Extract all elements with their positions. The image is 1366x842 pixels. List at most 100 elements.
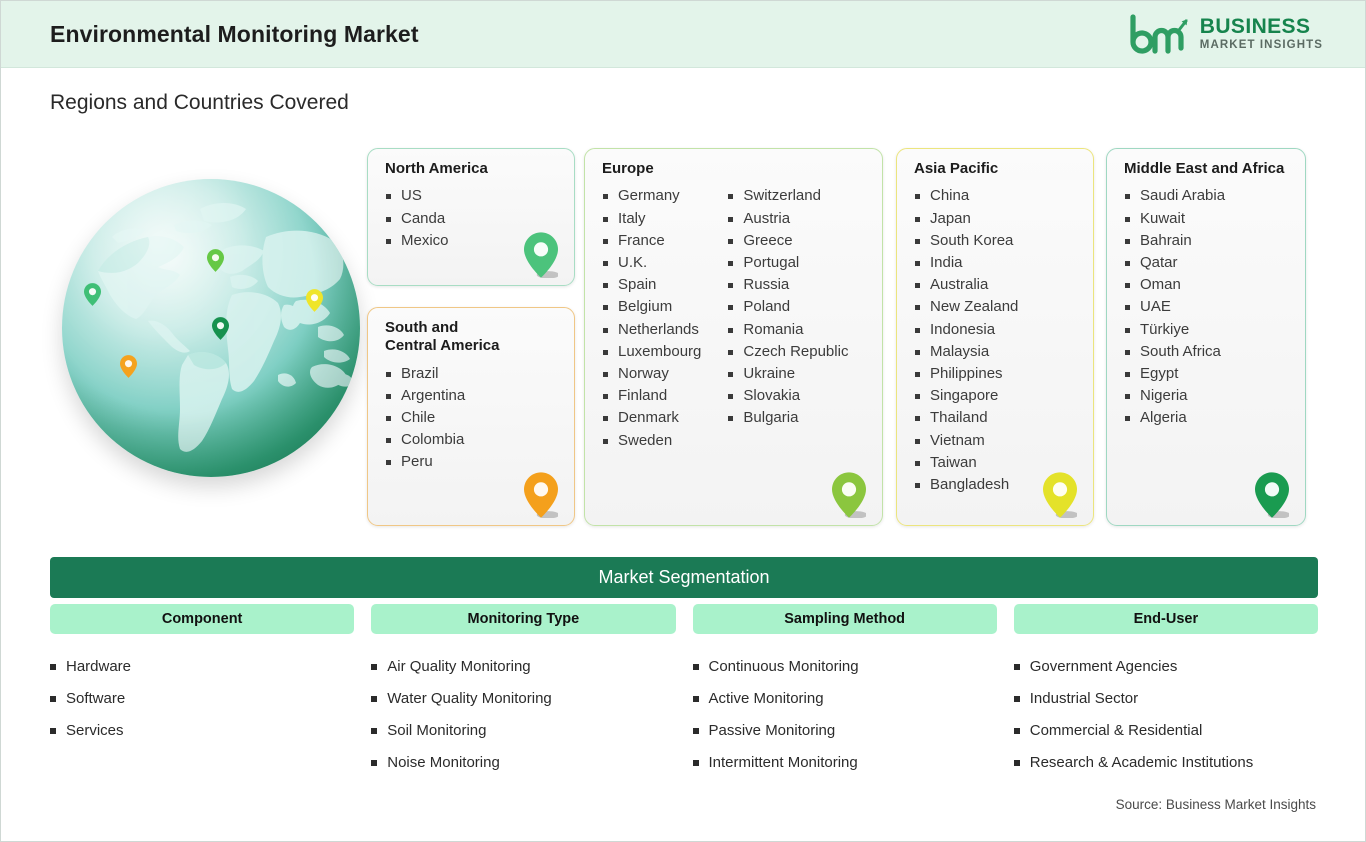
- region-card-europe[interactable]: Europe Germany Italy France U.K. Spain B…: [584, 148, 883, 526]
- country-item: Bulgaria: [727, 407, 848, 429]
- segment-list-component: Hardware Software Services: [50, 634, 354, 747]
- country-item: Austria: [727, 208, 848, 230]
- country-item: UAE: [1124, 296, 1225, 318]
- globe-continents: [98, 203, 354, 452]
- region-title-north-america: North America: [385, 160, 488, 177]
- globe-illustration: [56, 169, 366, 494]
- country-item: Japan: [914, 208, 1018, 230]
- region-country-list-europe-col2: Switzerland Austria Greece Portugal Russ…: [727, 185, 848, 451]
- country-item: Finland: [602, 385, 701, 407]
- country-item: Thailand: [914, 407, 1018, 429]
- country-item: Czech Republic: [727, 341, 848, 363]
- country-item: US: [385, 185, 449, 207]
- segment-header-component: Component: [50, 604, 355, 634]
- country-item: Peru: [385, 451, 465, 473]
- country-item: Türkiye: [1124, 319, 1225, 341]
- location-pin-icon-south-and-central-america: [524, 472, 560, 519]
- page-title: Environmental Monitoring Market: [50, 21, 419, 47]
- segment-item: Soil Monitoring: [371, 715, 675, 747]
- segment-header-monitoring-type: Monitoring Type: [371, 604, 676, 634]
- region-title-europe: Europe: [602, 160, 654, 177]
- segment-item: Intermittent Monitoring: [692, 747, 997, 779]
- segment-item: Commercial & Residential: [1013, 715, 1318, 747]
- segment-item: Water Quality Monitoring: [371, 683, 675, 715]
- country-item: Vietnam: [914, 430, 1018, 452]
- region-title-line-2: Central America: [385, 337, 500, 355]
- country-item: China: [914, 185, 1018, 207]
- segment-header-end-user: End-User: [1013, 604, 1318, 634]
- brand-logo: BUSINESS MARKET INSIGHTS: [1129, 14, 1323, 54]
- segment-item: Active Monitoring: [692, 683, 997, 715]
- region-card-north-america[interactable]: North America US Canda Mexico: [367, 148, 575, 286]
- country-item: Slovakia: [727, 385, 848, 407]
- segment-item: Continuous Monitoring: [692, 651, 997, 683]
- segmentation-column-monitoring-type: Monitoring Type Air Quality Monitoring W…: [371, 604, 676, 779]
- location-pin-icon-north-america: [524, 232, 560, 279]
- segmentation-column-component: Component Hardware Software Services: [50, 604, 355, 779]
- country-item: South Africa: [1124, 341, 1225, 363]
- market-segmentation-title: Market Segmentation: [598, 567, 770, 587]
- globe-marker-north-america: [84, 283, 101, 306]
- country-item: Argentina: [385, 385, 465, 407]
- country-item: Bangladesh: [914, 474, 1018, 496]
- segmentation-columns: Component Hardware Software Services Mon…: [50, 604, 1318, 779]
- country-item: Malaysia: [914, 341, 1018, 363]
- country-item: France: [602, 230, 701, 252]
- country-item: Philippines: [914, 363, 1018, 385]
- country-item: Colombia: [385, 429, 465, 451]
- segment-item: Hardware: [50, 651, 354, 683]
- country-item: Singapore: [914, 385, 1018, 407]
- country-item: Egypt: [1124, 363, 1225, 385]
- source-attribution: Source: Business Market Insights: [1115, 797, 1316, 812]
- bmi-logo-icon: [1129, 14, 1191, 54]
- segment-item: Air Quality Monitoring: [371, 651, 675, 683]
- segment-item: Services: [50, 715, 354, 747]
- region-card-south-and-central-america[interactable]: South and Central America Brazil Argenti…: [367, 307, 575, 526]
- country-item: Bahrain: [1124, 230, 1225, 252]
- region-country-list-south-and-central-america: Brazil Argentina Chile Colombia Peru: [385, 363, 465, 474]
- region-card-asia-pacific[interactable]: Asia Pacific China Japan South Korea Ind…: [896, 148, 1094, 526]
- segmentation-column-end-user: End-User Government Agencies Industrial …: [1013, 604, 1318, 779]
- country-item: Sweden: [602, 430, 701, 452]
- country-item: Qatar: [1124, 252, 1225, 274]
- country-item: Luxembourg: [602, 341, 701, 363]
- country-item: Italy: [602, 208, 701, 230]
- segment-header-sampling-method: Sampling Method: [692, 604, 997, 634]
- country-item: Belgium: [602, 296, 701, 318]
- section-heading: Regions and Countries Covered: [50, 91, 349, 114]
- segment-list-end-user: Government Agencies Industrial Sector Co…: [1013, 634, 1318, 779]
- country-item: Oman: [1124, 274, 1225, 296]
- globe-marker-south-america: [120, 355, 137, 378]
- location-pin-icon-asia-pacific: [1043, 472, 1079, 519]
- segmentation-column-sampling-method: Sampling Method Continuous Monitoring Ac…: [692, 604, 997, 779]
- country-item: Romania: [727, 319, 848, 341]
- country-item: Indonesia: [914, 319, 1018, 341]
- country-item: New Zealand: [914, 296, 1018, 318]
- country-item: Chile: [385, 407, 465, 429]
- segment-item: Noise Monitoring: [371, 747, 675, 779]
- globe-marker-europe: [207, 249, 224, 272]
- segment-item: Government Agencies: [1013, 651, 1318, 683]
- country-item: Algeria: [1124, 407, 1225, 429]
- segment-item: Industrial Sector: [1013, 683, 1318, 715]
- country-item: Ukraine: [727, 363, 848, 385]
- region-card-middle-east-and-africa[interactable]: Middle East and Africa Saudi Arabia Kuwa…: [1106, 148, 1306, 526]
- country-item: Canda: [385, 208, 449, 230]
- country-item: Mexico: [385, 230, 449, 252]
- globe-marker-asia-pacific: [306, 289, 323, 312]
- region-country-list-north-america: US Canda Mexico: [385, 185, 449, 252]
- country-item: U.K.: [602, 252, 701, 274]
- country-item: Russia: [727, 274, 848, 296]
- country-item: Germany: [602, 185, 701, 207]
- region-title-south-and-central-america: South and Central America: [385, 319, 564, 356]
- country-item: Greece: [727, 230, 848, 252]
- region-title-middle-east-and-africa: Middle East and Africa: [1124, 160, 1285, 177]
- country-item: South Korea: [914, 230, 1018, 252]
- country-item: India: [914, 252, 1018, 274]
- country-item: Denmark: [602, 407, 701, 429]
- market-segmentation-band: Market Segmentation: [50, 557, 1318, 598]
- segment-list-monitoring-type: Air Quality Monitoring Water Quality Mon…: [371, 634, 675, 779]
- country-item: Saudi Arabia: [1124, 185, 1225, 207]
- region-title-line-1: South and: [385, 319, 459, 336]
